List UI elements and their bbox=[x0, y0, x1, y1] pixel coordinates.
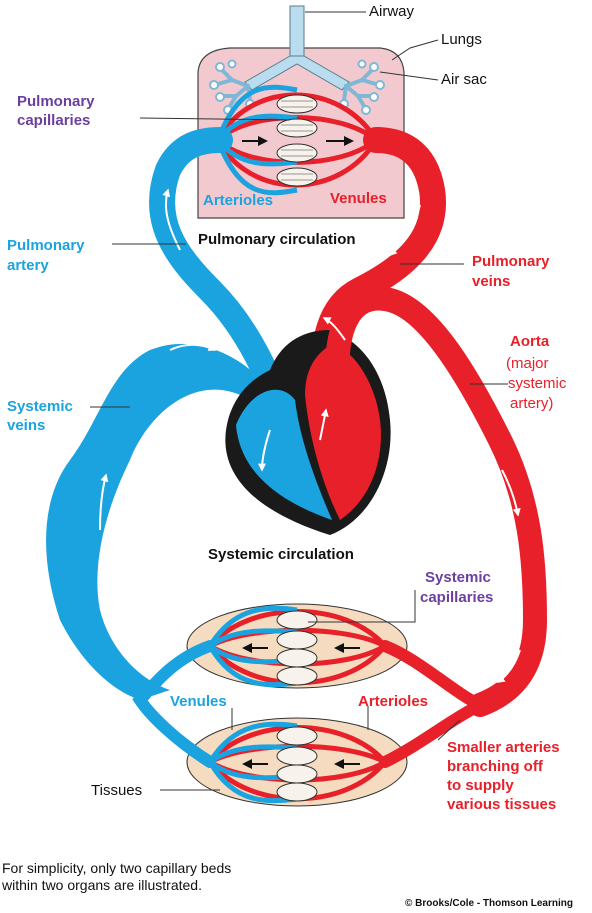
aorta-label-2: (major bbox=[506, 355, 549, 372]
pulmonary-capillaries-label-1: Pulmonary bbox=[17, 93, 95, 110]
air-sac-label: Air sac bbox=[441, 71, 487, 88]
systemic-capillary-bed-lower bbox=[186, 717, 408, 807]
smaller-arteries-label-4: various tissues bbox=[447, 796, 557, 813]
aorta-vessel bbox=[325, 286, 548, 717]
aorta-label-3: systemic bbox=[508, 375, 567, 392]
caption-line-2: within two organs are illustrated. bbox=[2, 877, 202, 893]
tissues-label: Tissues bbox=[91, 782, 143, 799]
systemic-circulation-title: Systemic circulation bbox=[208, 546, 354, 563]
systemic-capillaries-label-2: capillaries bbox=[420, 589, 494, 606]
pulmonary-veins-label-1: Pulmonary bbox=[472, 253, 550, 270]
pulmonary-artery-vessel bbox=[149, 127, 298, 433]
pulmonary-capillary-bed bbox=[215, 84, 379, 196]
systemic-capillaries-label-1: Systemic bbox=[425, 569, 491, 586]
air-sac-right-icon bbox=[342, 68, 378, 108]
pulmonary-veins-vessel bbox=[310, 127, 446, 413]
arterioles-bottom-label: Arterioles bbox=[358, 693, 429, 710]
systemic-arterial-supply bbox=[379, 640, 494, 768]
venules-bottom-label: Venules bbox=[170, 693, 227, 710]
pulmonary-artery-label-1: Pulmonary bbox=[7, 237, 85, 254]
systemic-veins-label-1: Systemic bbox=[7, 398, 73, 415]
airway-icon bbox=[244, 5, 350, 91]
aorta-label-4: artery) bbox=[510, 395, 554, 412]
arterioles-top-label: Arterioles bbox=[203, 192, 274, 209]
copyright-text: © Brooks/Cole - Thomson Learning bbox=[405, 898, 573, 909]
pulmonary-artery-label-2: artery bbox=[7, 257, 49, 274]
smaller-arteries-label-1: Smaller arteries bbox=[447, 739, 560, 756]
lungs-label: Lungs bbox=[441, 31, 482, 48]
pulmonary-veins-label-2: veins bbox=[472, 273, 511, 290]
venules-top-label: Venules bbox=[330, 190, 387, 207]
airway-label: Airway bbox=[369, 3, 415, 20]
systemic-capillary-bed-upper bbox=[186, 603, 408, 689]
pulmonary-circulation-title: Pulmonary circulation bbox=[198, 231, 356, 248]
smaller-arteries-label-3: to supply bbox=[447, 777, 514, 794]
caption-line-1: For simplicity, only two capillary beds bbox=[2, 860, 232, 876]
pulmonary-capillaries-label-2: capillaries bbox=[17, 112, 91, 129]
systemic-veins-vessel bbox=[46, 343, 290, 700]
smaller-arteries-label-2: branching off bbox=[447, 758, 543, 775]
aorta-label-1: Aorta bbox=[510, 333, 550, 350]
leader-lines bbox=[90, 11, 508, 791]
systemic-veins-label-2: veins bbox=[7, 417, 46, 434]
flow-arrows bbox=[85, 188, 521, 691]
systemic-venous-return bbox=[132, 640, 216, 768]
